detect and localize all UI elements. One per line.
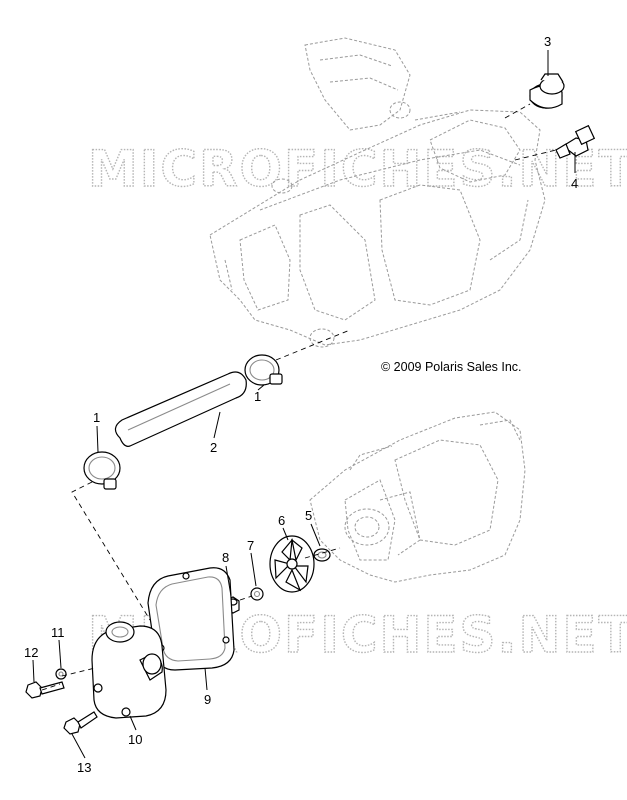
pump-gasket: [147, 567, 235, 671]
callout-12: 12: [24, 645, 38, 660]
cylinder-head-ghost: [209, 37, 546, 348]
callout-3: 3: [544, 34, 551, 49]
water-pump-impeller: [269, 535, 315, 593]
copyright-notice: © 2009 Polaris Sales Inc.: [381, 360, 522, 374]
callout-7: 7: [247, 538, 254, 553]
bolt-13: [63, 711, 98, 735]
callout-11: 11: [51, 625, 65, 640]
callout-1-right: 1: [254, 389, 261, 404]
callout-8: 8: [222, 550, 229, 565]
leader-lines: [32, 50, 576, 759]
washer: [250, 587, 264, 601]
watermark-top: MICROFICHES.NET: [88, 140, 627, 198]
hose-clamp-upper: [244, 354, 283, 386]
callout-13: 13: [77, 760, 91, 775]
callout-4: 4: [571, 176, 578, 191]
assembly-lines: [41, 103, 557, 691]
temperature-sensor: [555, 124, 596, 159]
water-pump-cover: [91, 621, 167, 719]
thermostat: [529, 73, 565, 109]
callout-1-left: 1: [93, 410, 100, 425]
callout-6: 6: [278, 513, 285, 528]
callout-10: 10: [128, 732, 142, 747]
coolant-hose: [114, 371, 247, 447]
small-washer: [55, 668, 67, 680]
bolt-12: [25, 681, 65, 699]
callout-5: 5: [305, 508, 312, 523]
hose-clamp-lower: [83, 451, 121, 490]
callout-9: 9: [204, 692, 211, 707]
crankcase-ghost: [309, 411, 526, 583]
callout-2: 2: [210, 440, 217, 455]
